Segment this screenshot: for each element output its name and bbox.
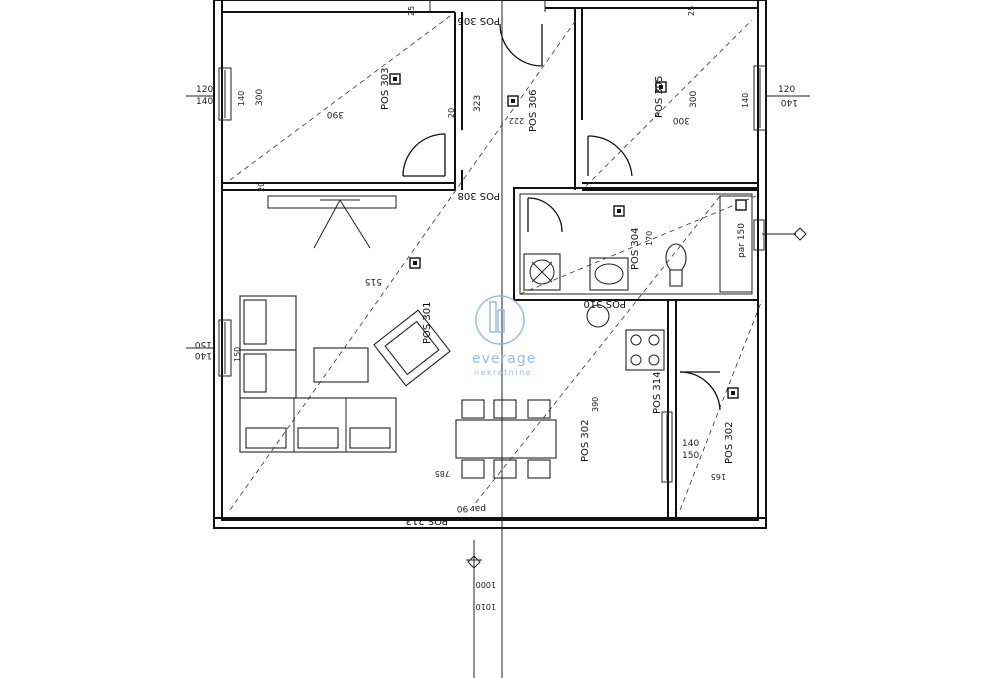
dim-140-vertical: 140 [237, 91, 246, 106]
exterior-walls [213, 0, 767, 529]
dim-140-door: 140 [682, 439, 699, 449]
label-pos-314: POS 314 [652, 371, 663, 414]
dim-390: 390 [327, 109, 344, 119]
dim-222: 222 [509, 116, 524, 125]
label-pos-305: POS 305 [654, 75, 665, 118]
label-pos-306-mid: POS 306 [528, 89, 539, 132]
furniture [239, 195, 753, 479]
dim-515: 515 [365, 276, 382, 286]
dim-785: 785 [435, 469, 450, 478]
position-markers [389, 73, 747, 399]
dim-1010: 1010 [476, 602, 496, 611]
watermark-sub: nekretnine [474, 368, 532, 377]
dim-140-left-2: 140 [195, 350, 212, 360]
dim-150-vertical: 150 [233, 347, 242, 362]
dim-390-b: 390 [591, 397, 600, 412]
label-pos-304: POS 304 [630, 227, 641, 270]
guide-lines [229, 15, 763, 511]
dim-20-a: 20 [257, 182, 266, 192]
dim-170: 170 [645, 231, 654, 246]
label-pos-310: POS 310 [583, 298, 626, 309]
label-pos-303: POS 303 [380, 67, 391, 110]
label-pos-301: POS 301 [422, 301, 433, 344]
label-pos-302-b: POS 302 [724, 421, 735, 464]
dim-1000: 1000 [476, 580, 496, 589]
axis-line [186, 0, 810, 678]
dim-150-left: 150 [195, 339, 212, 349]
dim-120-right: 120 [778, 85, 795, 95]
label-pos-213: POS 213 [405, 515, 448, 526]
dim-20-b: 20 [447, 108, 456, 118]
windows [218, 65, 767, 483]
watermark-logo: everage nekretnine [472, 295, 536, 377]
plan-labels: POS 306 POS 303 POS 305 POS 306 POS 308 … [195, 6, 798, 611]
dim-140-vertical-2: 140 [741, 93, 750, 108]
dim-140-right: 140 [781, 97, 798, 107]
watermark-brand: everage [472, 351, 536, 367]
dim-par-150: par 150 [737, 223, 747, 258]
dim-150-door: 150 [682, 451, 699, 461]
dim-25-a: 25 [407, 6, 416, 16]
label-pos-308: POS 308 [457, 190, 500, 201]
dim-120-left: 120 [196, 85, 213, 95]
label-pos-302-a: POS 302 [580, 419, 591, 462]
doors [402, 23, 721, 411]
dim-323: 323 [473, 95, 483, 112]
dim-140-left: 140 [196, 97, 213, 107]
dim-300-b: 300 [689, 91, 699, 108]
dim-300-c: 300 [673, 115, 690, 125]
dim-25-b: 25 [687, 6, 696, 16]
dim-165: 165 [711, 472, 726, 481]
label-pos-306-top: POS 306 [457, 15, 500, 26]
dim-300-a: 300 [255, 89, 265, 106]
dim-par-90: par 90 [456, 503, 486, 513]
